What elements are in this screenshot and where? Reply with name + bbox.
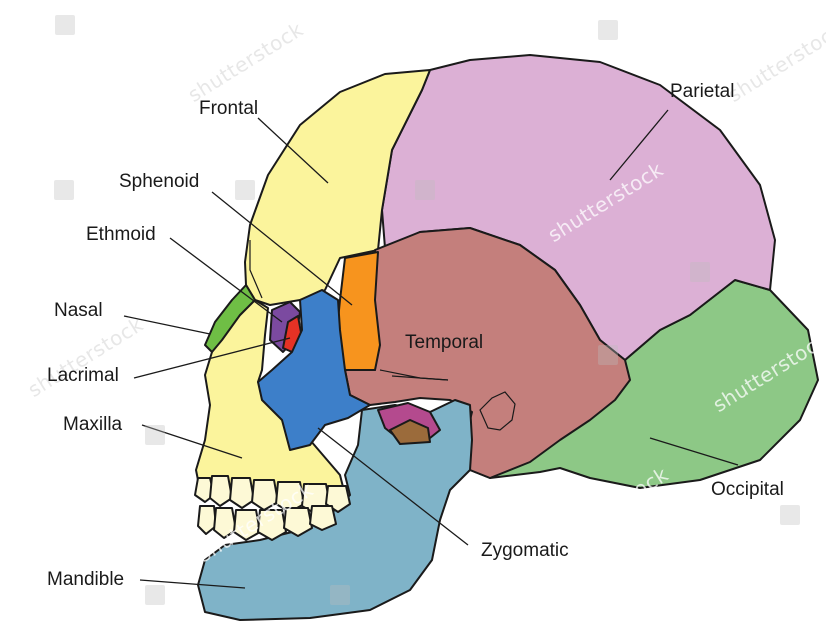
label-sphenoid: Sphenoid <box>119 172 199 191</box>
watermark-icon <box>780 505 800 525</box>
tooth <box>210 476 232 506</box>
watermark-icon <box>54 180 74 200</box>
label-ethmoid: Ethmoid <box>86 225 156 244</box>
watermark-icon <box>598 345 618 365</box>
tooth <box>310 506 336 530</box>
watermark-icon <box>415 180 435 200</box>
label-parietal: Parietal <box>670 82 734 101</box>
tooth <box>230 478 254 508</box>
watermark-icon <box>55 15 75 35</box>
label-nasal: Nasal <box>54 301 103 320</box>
watermark-icon <box>330 585 350 605</box>
label-maxilla: Maxilla <box>63 415 122 434</box>
label-frontal: Frontal <box>199 99 258 118</box>
watermark-icon <box>690 262 710 282</box>
label-occipital: Occipital <box>711 480 784 499</box>
label-temporal: Temporal <box>405 333 483 352</box>
watermark-icon <box>145 425 165 445</box>
watermark-icon <box>598 20 618 40</box>
watermark-icon <box>235 180 255 200</box>
label-zygomatic: Zygomatic <box>481 541 569 560</box>
watermark-icon <box>145 585 165 605</box>
label-lacrimal: Lacrimal <box>47 366 119 385</box>
label-mandible: Mandible <box>47 570 124 589</box>
